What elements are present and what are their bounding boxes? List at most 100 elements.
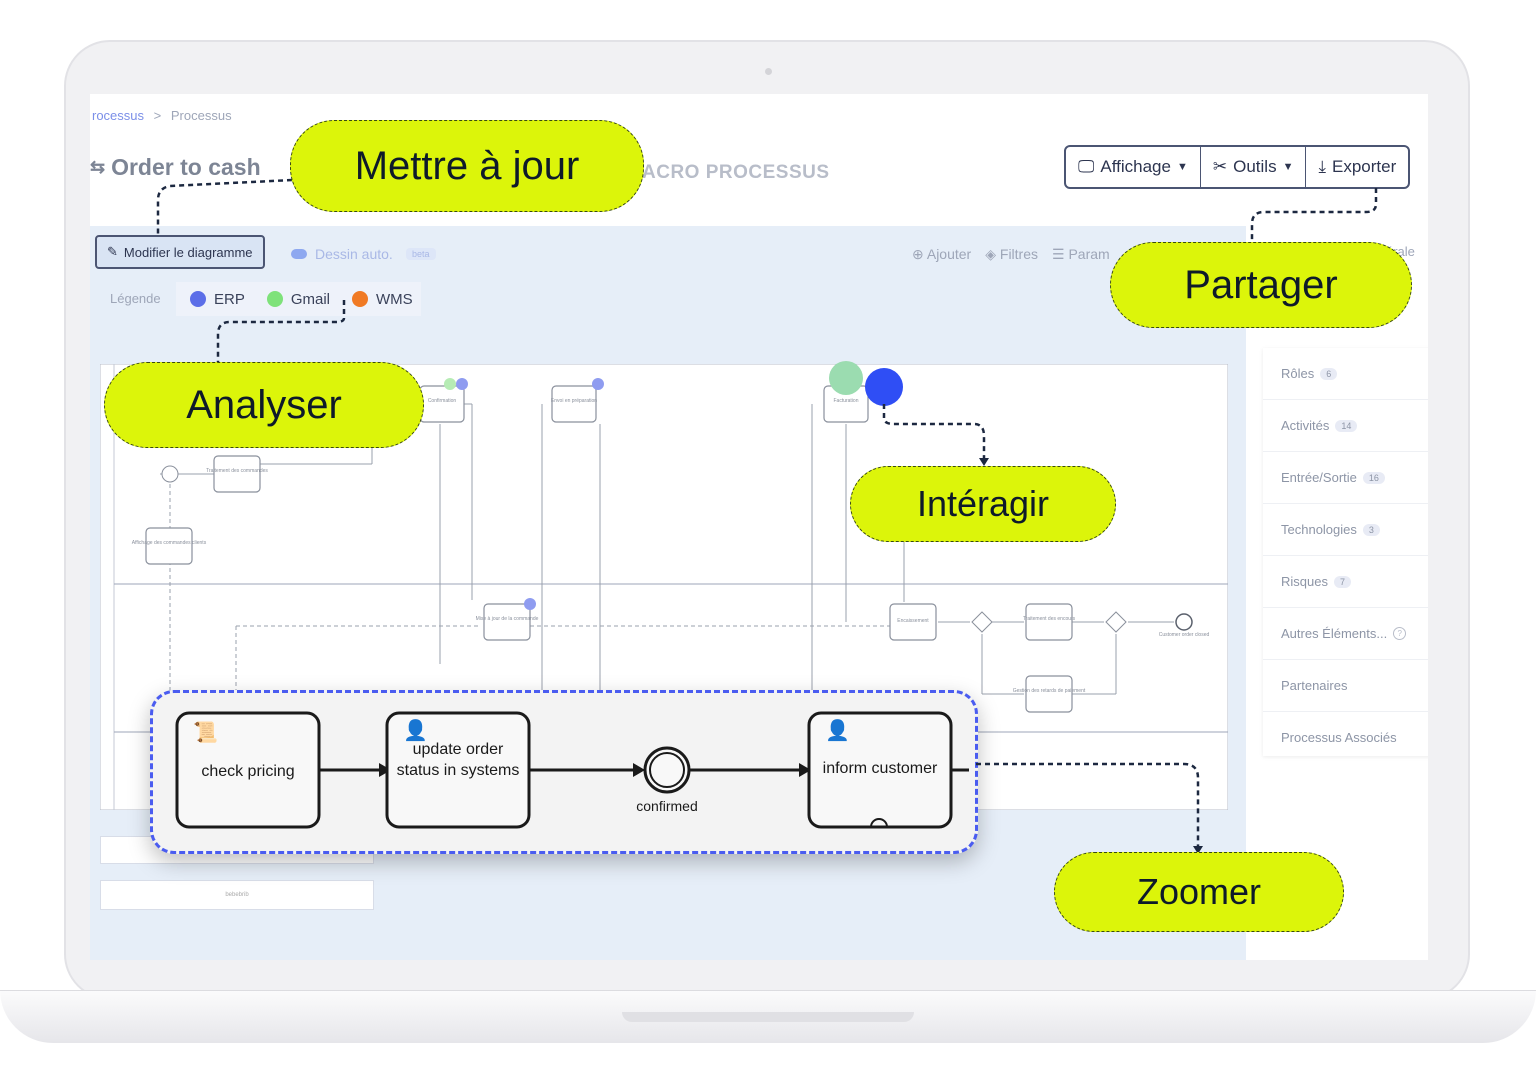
count-badge: 7 [1333,575,1351,588]
gmail-dot [266,291,283,307]
erp-dot [190,291,206,307]
erp-marker [592,378,604,390]
event-label: confirmed [636,798,697,814]
task-inform-customer[interactable] [807,711,953,829]
gmail-marker-large[interactable] [829,361,863,395]
add-label: Ajouter [926,246,972,262]
zoom-task-label: check pricing [201,763,294,780]
sidebar-item-entree-sortie[interactable]: Entrée/Sortie 16 [1263,452,1428,504]
sidebar-item-label: Entrée/Sortie [1281,470,1357,485]
sidebar-item-roles[interactable]: Rôles 6 [1263,348,1428,400]
start-event [161,465,179,483]
pencil-icon: ✎ [107,244,118,259]
sidebar-item-label: Partenaires [1281,678,1348,693]
callout-interact-label: Intéragir [916,483,1050,524]
filters-button[interactable]: ◈ Filtres [985,246,1038,263]
callout-update-label: Mettre à jour [354,143,580,188]
callout-zoom: Zoomer [1054,852,1344,932]
page-title-row: ⇆ Order to cash [90,154,261,181]
erp-marker [456,378,468,390]
interaction-marker[interactable] [865,368,903,406]
summary-box: bebebrib [100,880,374,910]
params-button[interactable]: ☰ Param [1052,246,1110,263]
legend: ERP Gmail WMS [176,282,421,316]
task-label: Facturation [833,398,858,404]
sliders-icon: ☰ [1052,246,1065,262]
edit-diagram-button[interactable]: ✎ Modifier le diagramme [95,235,265,269]
exporter-button[interactable]: ⤓ Exporter [1306,147,1408,187]
intermediate-event-inner [649,752,685,788]
breadcrumb-separator: > [153,108,162,123]
callout-zoom-label: Zoomer [1136,871,1262,912]
task-check-pricing[interactable] [175,711,321,829]
callout-analyze-label: Analyser [186,382,342,427]
callout-analyze: Analyser [104,362,424,448]
task-label: Envoi en préparation [551,398,597,404]
outils-button[interactable]: ✂ Outils ▼ [1201,147,1307,187]
count-badge: 16 [1362,471,1385,484]
intermediate-event[interactable] [643,746,691,794]
sidebar-item-label: Autres Éléments... [1281,626,1388,641]
legend-item-gmail[interactable]: Gmail [290,290,331,308]
legend-title: Légende [110,291,161,306]
add-button[interactable]: ⊕ Ajouter [912,246,971,263]
count-badge: 3 [1362,523,1380,536]
page-title: Order to cash [111,154,261,180]
legend-item-erp[interactable]: ERP [214,290,245,308]
caret-down-icon: ▼ [1176,161,1188,173]
sidebar-item-risques[interactable]: Risques 7 [1263,556,1428,608]
zoom-task-label: update order status in systems [396,741,520,779]
process-type-label: ACRO PROCESSUS [642,162,830,183]
count-badge: 6 [1320,367,1338,380]
sidebar-item-label: Risques [1281,574,1328,589]
download-icon: ⤓ [1318,157,1326,176]
zoom-diagram: 📜 👤 👤 check pricing inform customer conf… [175,711,969,829]
params-label: Param [1068,246,1110,262]
laptop-base-notch [622,1012,914,1022]
laptop-camera [765,68,772,75]
breadcrumb: rocessus > Processus [92,108,232,123]
count-badge: 14 [1335,419,1358,432]
sidebar-item-processus-associes[interactable]: Processus Associés [1263,712,1428,763]
sidebar-item-autres[interactable]: Autres Éléments...? [1263,608,1428,660]
wms-dot [352,291,369,307]
callout-update: Mettre à jour [290,120,644,212]
callout-interact: Intéragir [850,466,1116,542]
sidebar-item-partenaires[interactable]: Partenaires [1263,660,1428,712]
legend-item-wms[interactable]: WMS [376,290,413,308]
sidebar-item-label: Rôles [1281,366,1315,381]
gateway [971,611,993,633]
task-boxes [145,385,1073,713]
callout-share-label: Partager [1184,262,1338,307]
filters-label: Filtres [999,246,1039,262]
task-update-order[interactable] [385,711,531,829]
affichage-label: Affichage [1100,157,1171,176]
plus-circle-icon: ⊕ [912,246,924,262]
layers-icon: ◈ [985,246,996,262]
erp-marker [524,598,536,610]
task-label: Affichage des commandes clients [132,540,207,546]
connectors [160,403,1174,724]
sidebar-item-technologies[interactable]: Technologies 3 [1263,504,1428,556]
script-icon: 📜 [193,721,218,744]
top-toolbar: 🖵 Affichage ▼ ✂ Outils ▼ ⤓ Exporter [1064,145,1411,189]
callout-share: Partager [1110,242,1412,328]
edit-diagram-label: Modifier le diagramme [123,244,253,260]
arrow-head [633,763,645,777]
beta-badge: beta [406,248,436,260]
sidebar-item-label: Technologies [1281,522,1357,537]
task-label: Customer order closed [1159,632,1210,638]
help-icon: ? [1393,627,1407,640]
breadcrumb-current: Processus [170,108,232,123]
outils-label: Outils [1233,157,1277,176]
task-label: Encaissement [897,618,929,624]
user-icon: 👤 [403,718,428,742]
arrow-head [799,763,811,777]
arrow-head [379,763,391,777]
affichage-button[interactable]: 🖵 Affichage ▼ [1066,147,1201,187]
breadcrumb-link[interactable]: rocessus [92,108,145,123]
auto-draw-toggle[interactable] [291,249,307,259]
loop-marker [870,818,888,828]
